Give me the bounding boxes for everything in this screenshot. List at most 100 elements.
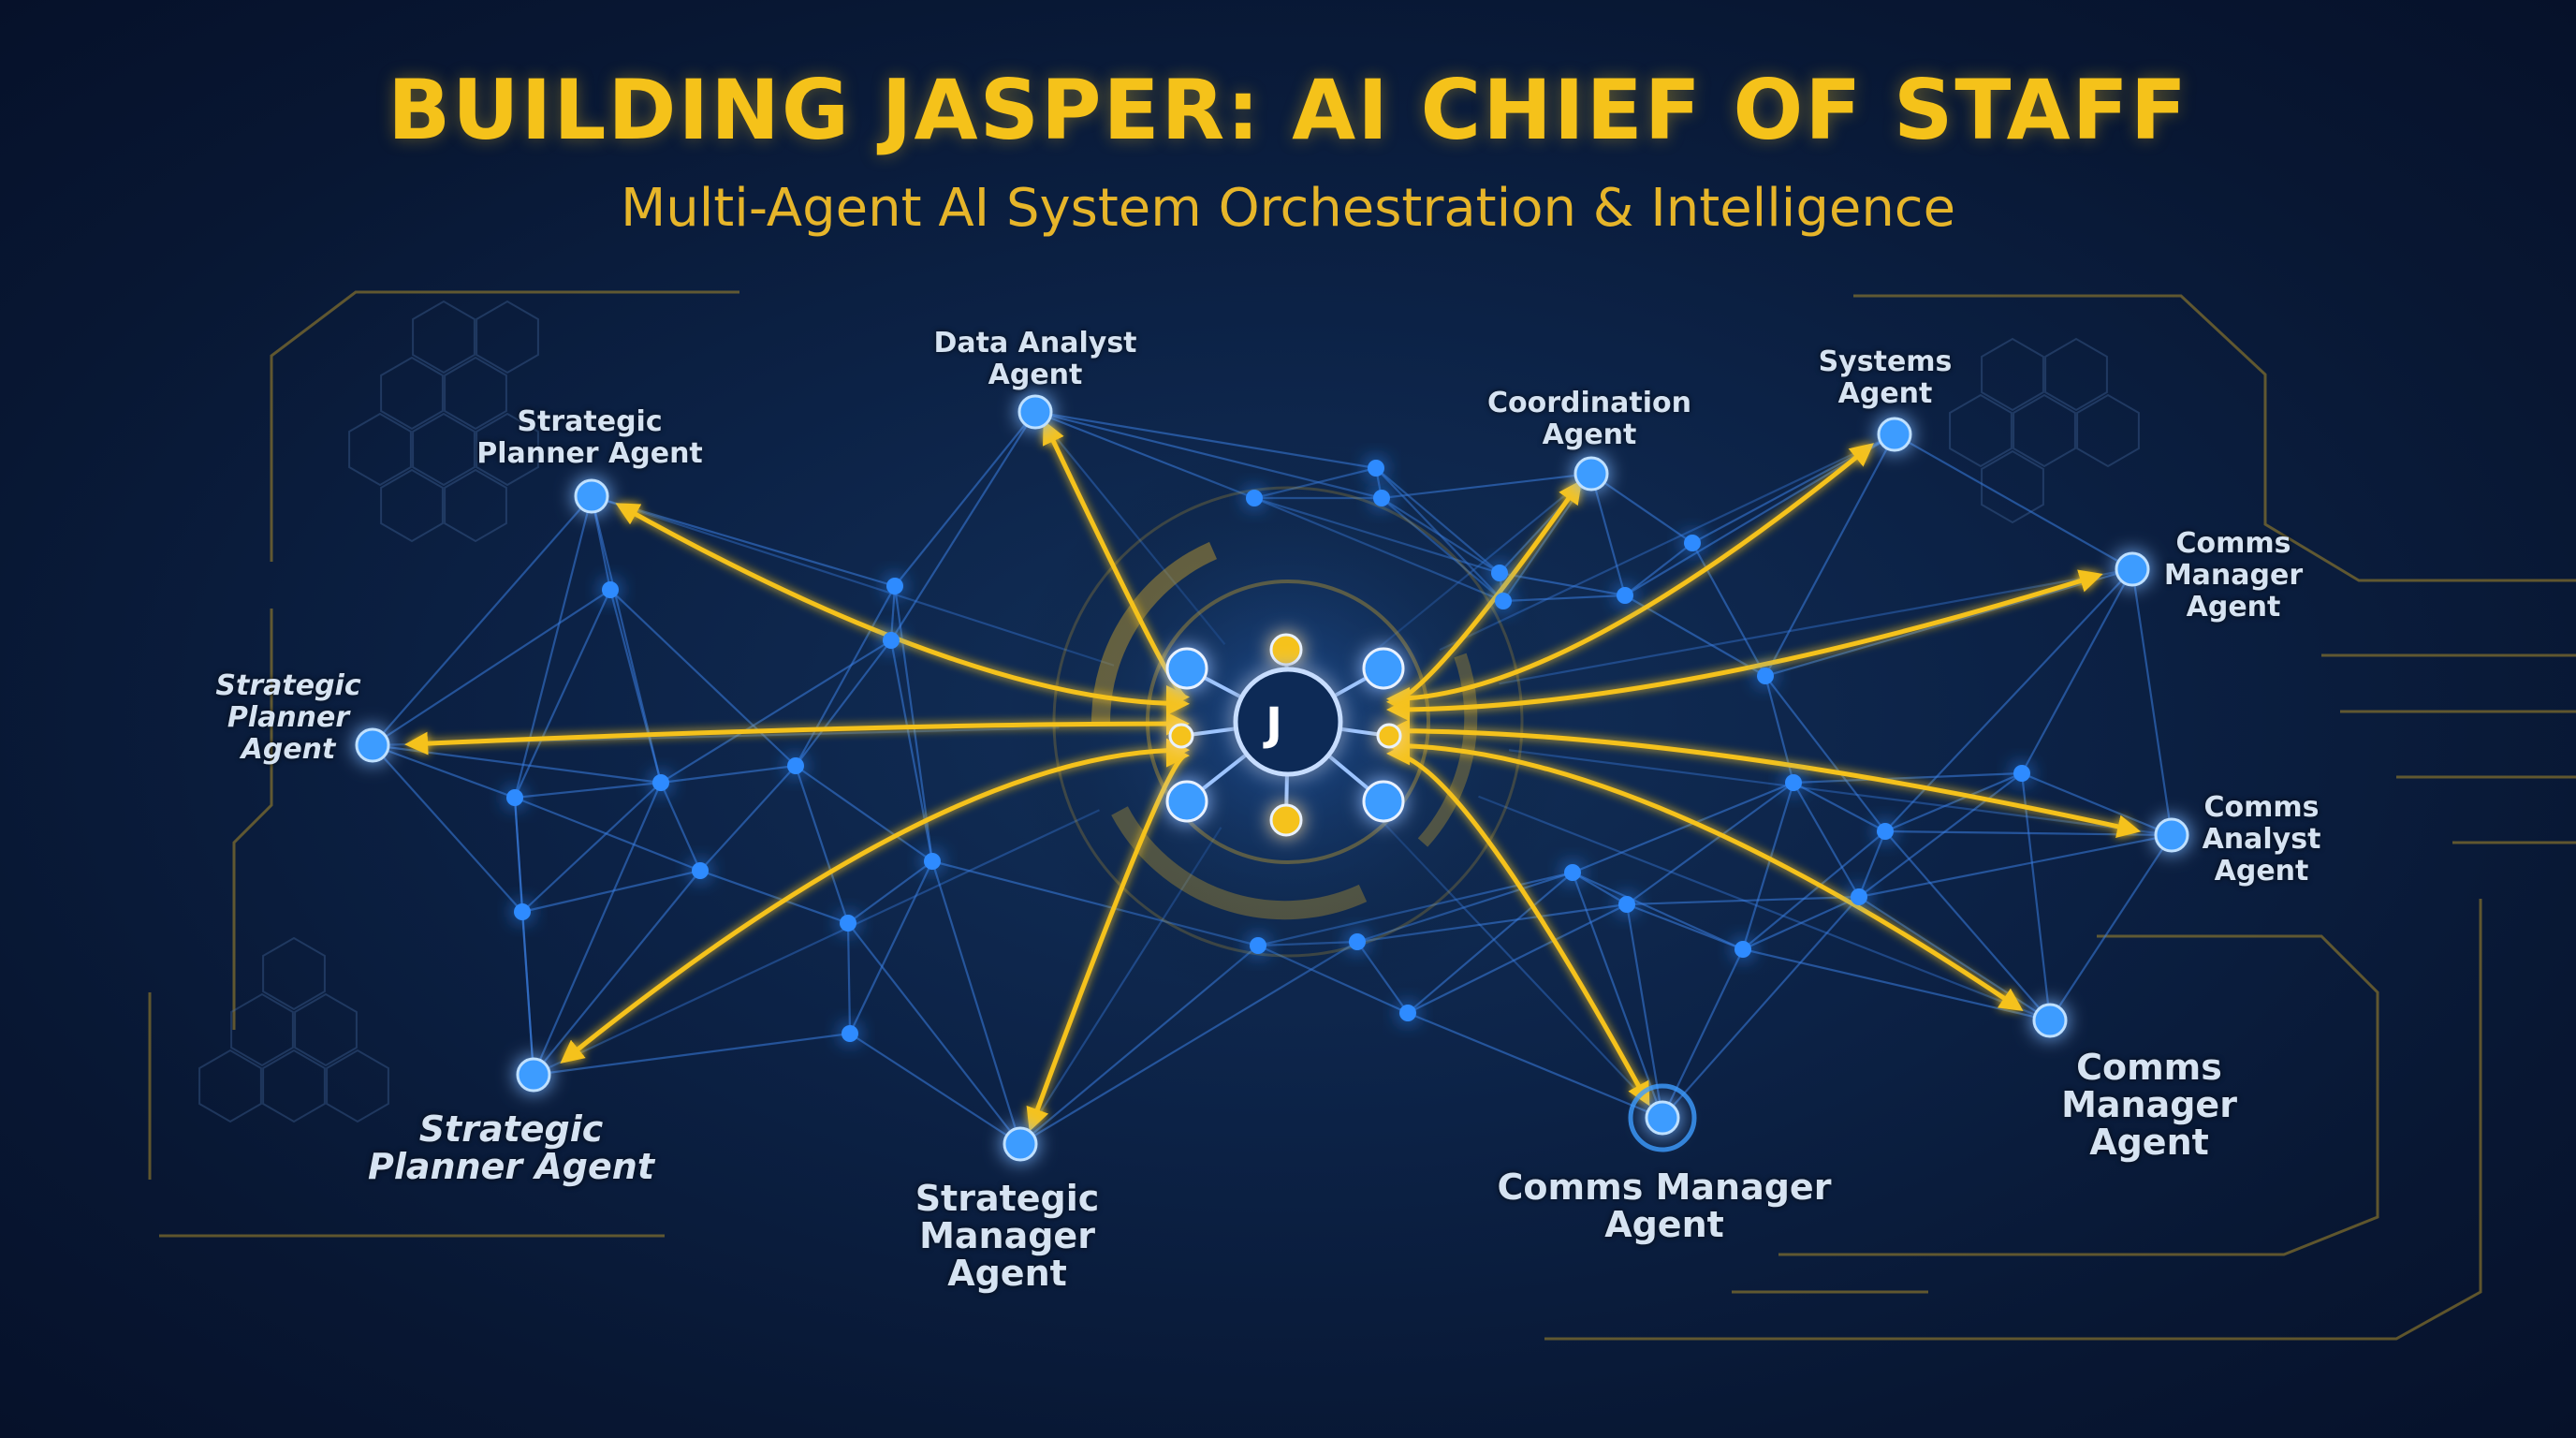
- mesh-link: [1764, 675, 1886, 832]
- mesh-link: [660, 764, 797, 785]
- mesh-link: [1793, 771, 2023, 785]
- mesh-link: [849, 1033, 1021, 1145]
- hub-letter: J: [1266, 698, 1282, 751]
- network-node: [1246, 490, 1263, 506]
- agent-node: [2032, 1003, 2068, 1038]
- network-node: [1734, 941, 1751, 958]
- hexagon-shape: [380, 356, 444, 431]
- network-node: [1785, 774, 1802, 791]
- network-node: [1617, 587, 1633, 604]
- mesh-link: [1626, 782, 1794, 905]
- hub-satellite-node: [1376, 723, 1402, 749]
- mesh-link: [930, 860, 1022, 1145]
- circuit-trace: [1778, 934, 2379, 1256]
- hexagon-shape: [444, 356, 507, 431]
- hexagon-shape: [294, 992, 358, 1067]
- mesh-link: [1572, 781, 1794, 874]
- mesh-link: [890, 411, 1036, 641]
- network-node: [514, 903, 531, 920]
- mesh-link: [608, 589, 663, 784]
- mesh-link: [894, 411, 1036, 587]
- hub-satellite-node: [1168, 723, 1194, 749]
- mesh-link: [1572, 871, 1744, 951]
- mesh-link: [513, 797, 524, 913]
- hexagon-shape: [2012, 393, 2076, 468]
- mesh-link: [1499, 567, 2133, 685]
- mesh-link: [514, 781, 662, 800]
- hexagon-shape: [476, 300, 539, 374]
- network-node: [1564, 864, 1581, 881]
- mesh-link: [514, 589, 611, 799]
- mesh-link: [372, 495, 593, 746]
- mesh-link: [795, 639, 892, 767]
- mesh-link: [1508, 749, 2173, 837]
- agent-node: [574, 478, 609, 514]
- hub-satellite-node: [1165, 780, 1208, 823]
- agent-label: Comms Manager Agent: [2061, 1047, 2237, 1163]
- agent-label: Strategic Planner Agent: [215, 669, 361, 766]
- hexagon-shape: [326, 1049, 389, 1123]
- mesh-link: [1589, 473, 1627, 596]
- flow-arrow: [1026, 743, 1190, 1132]
- hexagon-shape: [262, 936, 326, 1011]
- jasper-hub: [1165, 633, 1405, 837]
- network-node: [2013, 765, 2030, 782]
- circuit-trace: [232, 609, 273, 1030]
- flow-arrow: [1386, 569, 2103, 722]
- mesh-link: [533, 1032, 851, 1077]
- hexagon-shape: [2044, 337, 2108, 412]
- mesh-link: [1894, 433, 2133, 570]
- hexagon-shape: [444, 468, 507, 543]
- mesh-link: [513, 495, 593, 799]
- network-node: [1373, 490, 1390, 506]
- page-title: BUILDING JASPER: AI CHIEF OF STAFF: [388, 62, 2188, 158]
- mesh-link: [1478, 795, 2051, 1022]
- mesh-link: [372, 744, 523, 913]
- mesh-link: [660, 639, 892, 784]
- mesh-link: [533, 809, 1100, 1076]
- agent-node: [1877, 417, 1912, 452]
- network-node: [1618, 896, 1635, 913]
- hexagon-shape: [1981, 337, 2044, 412]
- hexagon-shape: [412, 412, 476, 487]
- agent-node: [1017, 394, 1053, 430]
- agent-label: Strategic Manager Agent: [915, 1178, 1100, 1294]
- network-node: [602, 581, 619, 598]
- circuit-trace: [270, 290, 739, 562]
- hexagon-shape: [262, 1049, 326, 1123]
- network-node: [1399, 1005, 1416, 1021]
- agent-label: Coordination Agent: [1487, 387, 1691, 451]
- network-node: [652, 774, 669, 791]
- agent-label: Strategic Planner Agent: [476, 405, 703, 470]
- agent-label: Systems Agent: [1818, 345, 1953, 410]
- network-node: [787, 757, 804, 774]
- agent-node: [2154, 817, 2189, 853]
- mesh-link: [1624, 542, 1693, 596]
- hub-satellite-node: [1269, 633, 1303, 667]
- flow-arrow: [615, 503, 1190, 716]
- network-node: [886, 578, 903, 594]
- mesh-link: [849, 860, 933, 1034]
- hub-satellite-node: [1362, 647, 1405, 690]
- mesh-link: [846, 922, 852, 1034]
- agent-node: [1573, 456, 1609, 492]
- network-node: [1491, 565, 1508, 581]
- network-node: [1349, 933, 1366, 950]
- network-node: [1851, 888, 1867, 905]
- mesh-link: [2049, 834, 2173, 1021]
- flow-arrow: [1386, 734, 2024, 1012]
- network-node: [924, 853, 941, 870]
- flow-arrow: [404, 712, 1190, 756]
- hexagon-decorations: [198, 300, 2140, 1123]
- circuit-decorations: [148, 290, 2576, 1341]
- network-node: [1757, 668, 1774, 684]
- mesh-link: [795, 585, 896, 767]
- mesh-link: [795, 765, 933, 862]
- mesh-link: [372, 743, 516, 800]
- agent-label: Comms Manager Agent: [2163, 527, 2304, 624]
- mesh-link: [1590, 473, 1693, 544]
- mesh-link: [794, 765, 850, 924]
- mesh-link: [1626, 902, 1744, 951]
